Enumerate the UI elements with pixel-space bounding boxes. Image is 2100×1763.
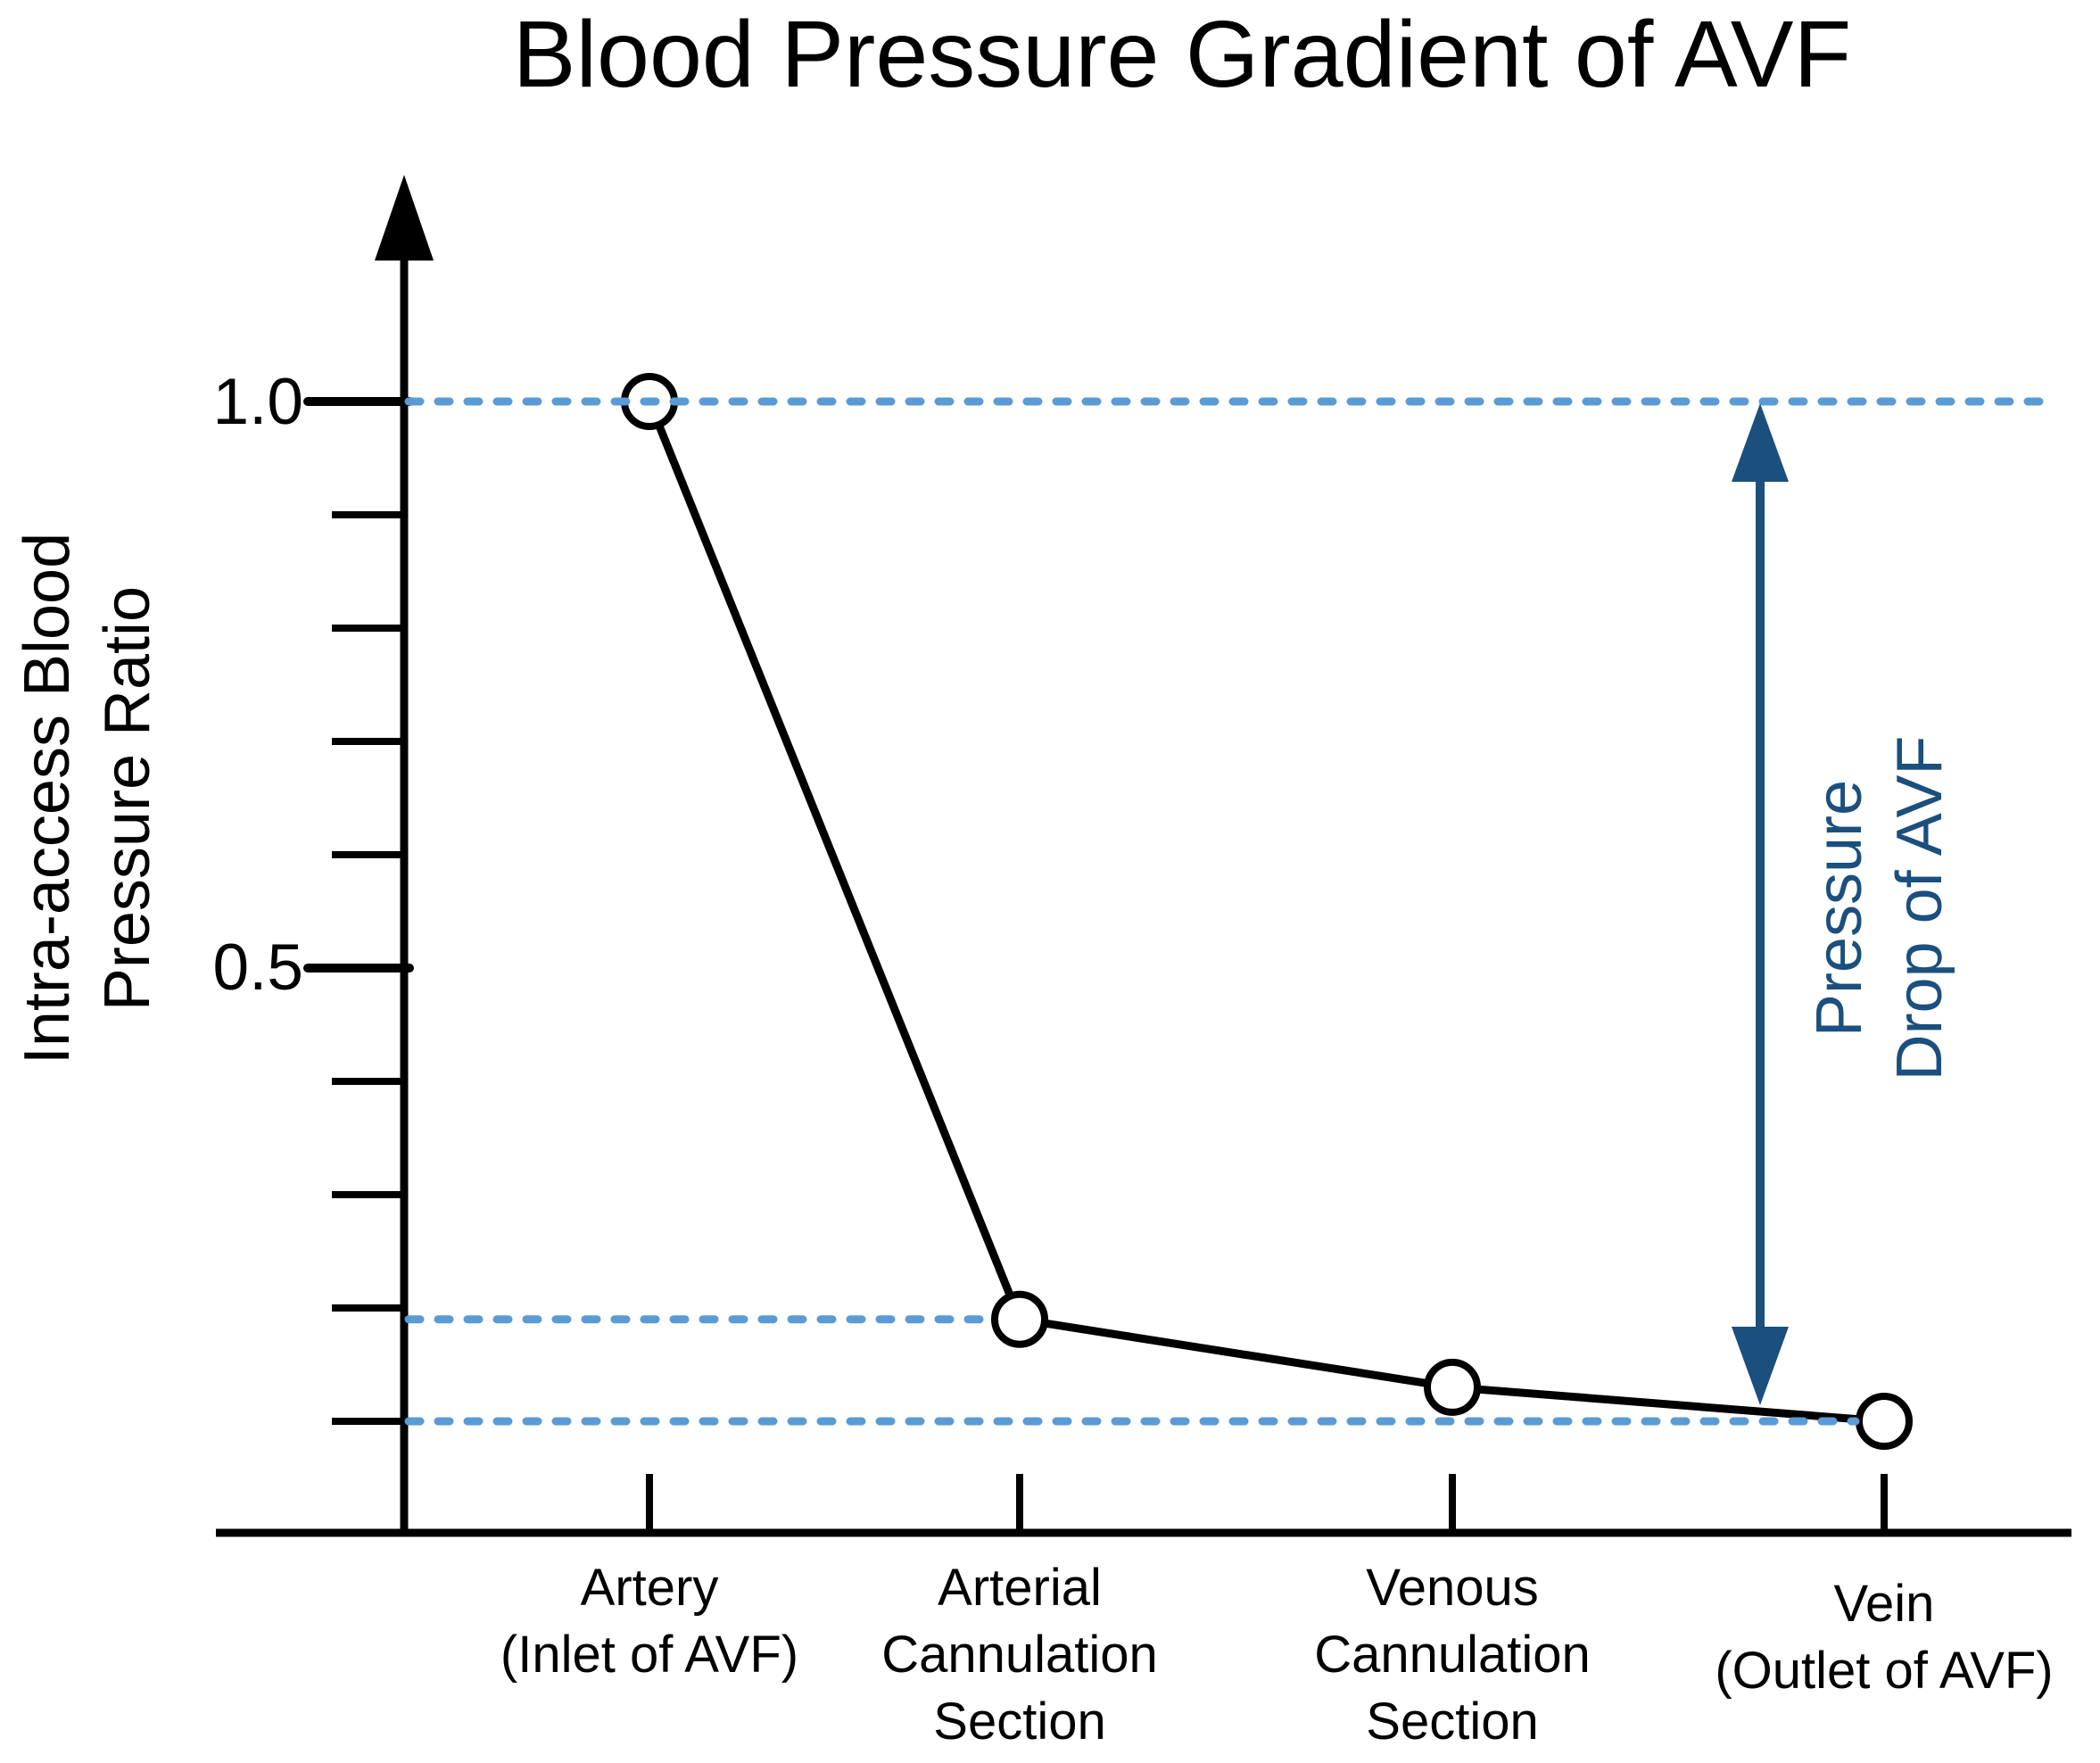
data-point-3 xyxy=(1424,1358,1481,1416)
chart-title: Blood Pressure Gradient of AVF xyxy=(512,2,1852,107)
data-line xyxy=(645,400,1885,1426)
x-category-label-artery: Artery (Inlet of AVF) xyxy=(500,1559,799,1684)
pressure-drop-annotation: Pressure Drop of AVF xyxy=(1804,735,1955,1081)
pressure-drop-arrow-bottom-head-icon xyxy=(1732,1327,1789,1405)
y-tick-label-1-0: 1.0 xyxy=(212,366,303,438)
pressure-drop-arrow-top-head-icon xyxy=(1732,403,1789,482)
data-point-2 xyxy=(991,1290,1048,1348)
x-category-label-venous-cannulation: Venous Cannulation Section xyxy=(1314,1559,1591,1751)
x-category-label-vein: Vein (Outlet of AVF) xyxy=(1715,1575,2054,1700)
y-axis-label: Intra-access Blood Pressure Ratio xyxy=(12,532,163,1065)
y-axis-arrowhead-icon xyxy=(375,175,434,261)
y-tick-label-0-5: 0.5 xyxy=(212,931,303,1004)
x-category-label-arterial-cannulation: Arterial Cannulation Section xyxy=(881,1559,1158,1751)
data-point-4 xyxy=(1856,1393,1913,1450)
